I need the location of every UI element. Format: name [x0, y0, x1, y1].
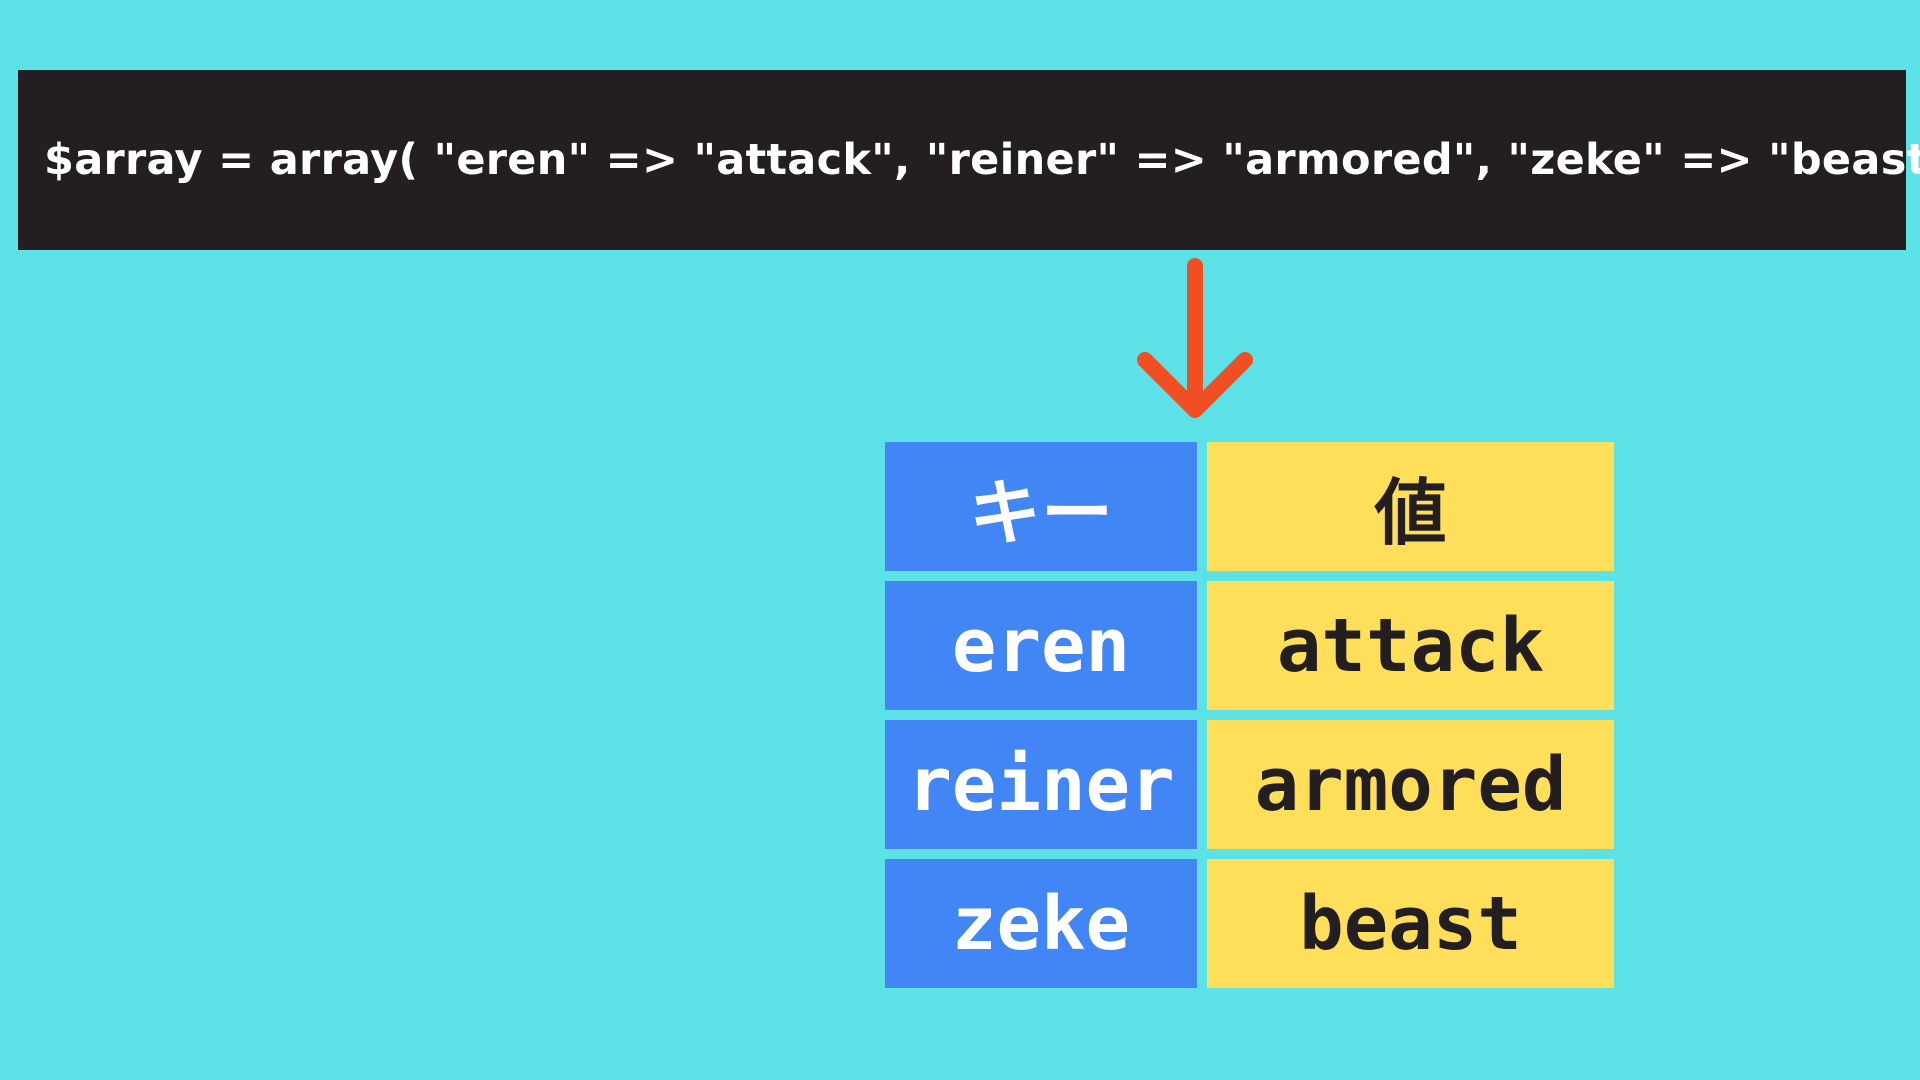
code-banner: $array = array( "eren" => "attack", "rei… — [18, 70, 1920, 250]
header-key-cell: キー — [885, 442, 1197, 571]
row-value-cell: beast — [1207, 859, 1614, 988]
arrow-down-icon — [1137, 258, 1253, 418]
row-key-cell: zeke — [885, 859, 1197, 988]
row-key-cell: reiner — [885, 720, 1197, 849]
header-value-cell: 値 — [1207, 442, 1614, 571]
row-value-cell: attack — [1207, 581, 1614, 710]
row-value-cell: armored — [1207, 720, 1614, 849]
row-key-cell: eren — [885, 581, 1197, 710]
code-line: $array = array( "eren" => "attack", "rei… — [44, 135, 1920, 185]
